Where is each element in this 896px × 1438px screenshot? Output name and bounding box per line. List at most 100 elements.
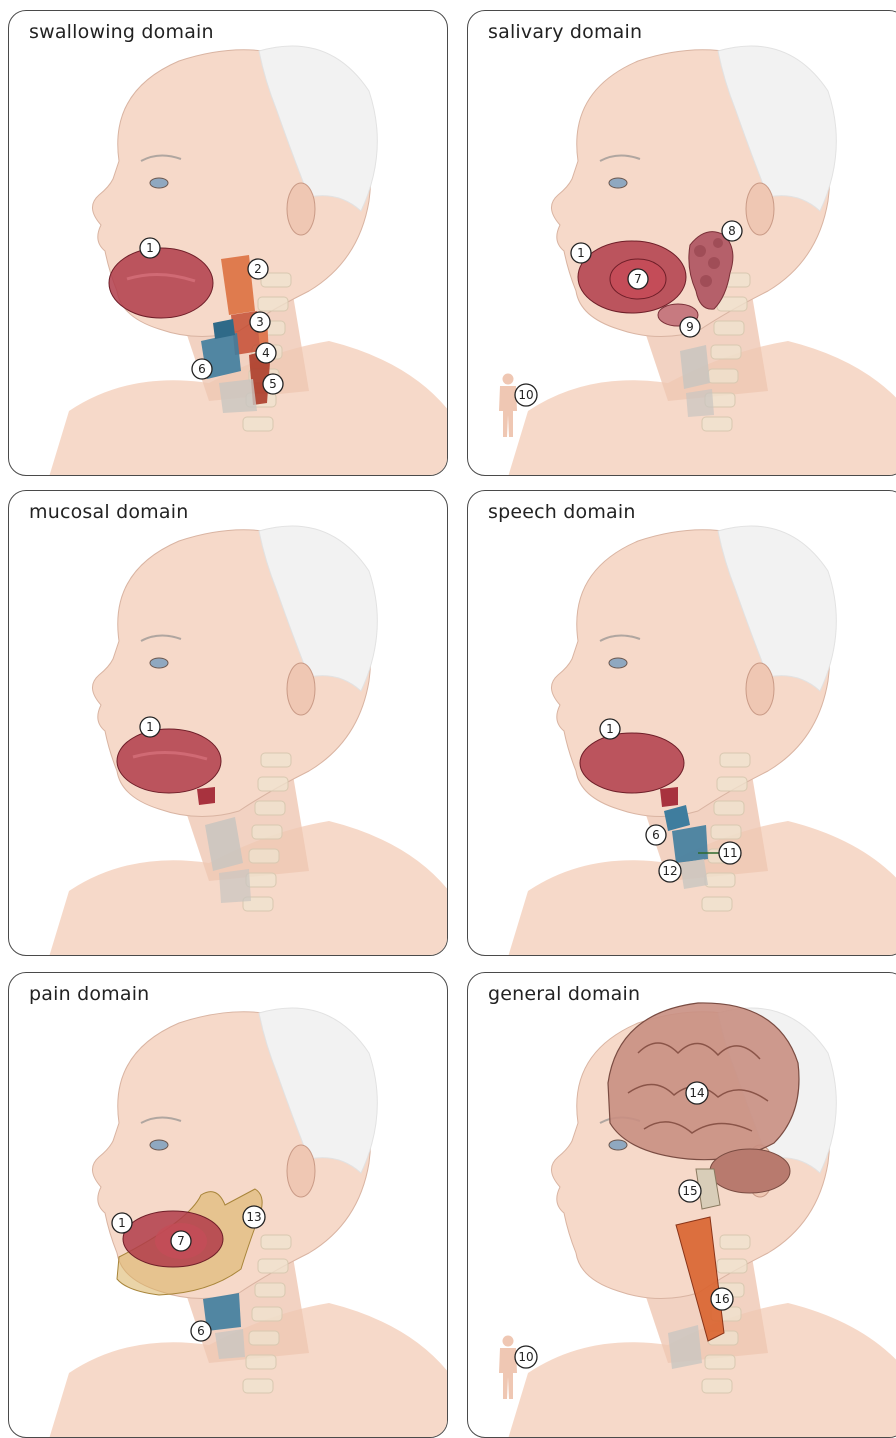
- marker-7: 7: [628, 269, 648, 289]
- svg-text:7: 7: [177, 1234, 185, 1248]
- ear-shape: [746, 663, 774, 715]
- person-silhouette-icon: [499, 1336, 517, 1400]
- marker-2: 2: [248, 259, 268, 279]
- marker-1: 1: [600, 719, 620, 739]
- marker-6: 6: [192, 359, 212, 379]
- marker-6: 6: [646, 825, 666, 845]
- svg-text:4: 4: [262, 346, 270, 360]
- panel-speech: 1 6 11 12 speech domain: [467, 490, 896, 956]
- eye-shape: [609, 178, 627, 188]
- marker-8: 8: [722, 221, 742, 241]
- vertebra-shape: [705, 873, 735, 887]
- panel-general: 14 15 16 10 general domain: [467, 972, 896, 1438]
- svg-text:12: 12: [662, 864, 677, 878]
- marker-16: 16: [711, 1288, 733, 1310]
- marker-3: 3: [250, 312, 270, 332]
- head-illustration: 14 15 16 10: [468, 973, 896, 1438]
- marker-10: 10: [515, 1346, 537, 1368]
- vertebra-shape: [720, 753, 750, 767]
- svg-text:9: 9: [686, 320, 694, 334]
- vertebra-shape: [702, 897, 732, 911]
- panel-pain: 1 7 13 6 pain domain: [8, 972, 448, 1438]
- svg-text:3: 3: [256, 315, 264, 329]
- panel-title: swallowing domain: [29, 21, 214, 43]
- vertebra-shape: [252, 825, 282, 839]
- marker-15: 15: [679, 1180, 701, 1202]
- svg-text:1: 1: [577, 246, 585, 260]
- head-illustration: 1: [9, 491, 448, 956]
- panel-mucosal: 1 mucosal domain: [8, 490, 448, 956]
- svg-text:7: 7: [634, 272, 642, 286]
- person-silhouette-icon: [499, 374, 517, 438]
- ear-shape: [287, 1145, 315, 1197]
- ear-shape: [287, 183, 315, 235]
- marker-14: 14: [686, 1082, 708, 1104]
- marker-10: 10: [515, 384, 537, 406]
- marker-11: 11: [719, 842, 741, 864]
- head-illustration: 1 7 13 6: [9, 973, 448, 1438]
- vertebra-shape: [702, 417, 732, 431]
- vertebra-shape: [243, 1379, 273, 1393]
- vertebra-shape: [714, 321, 744, 335]
- vertebra-shape: [708, 369, 738, 383]
- head-illustration: 1 6 11 12: [468, 491, 896, 956]
- marker-12: 12: [659, 860, 681, 882]
- panel-swallowing: 1 2 3 4 5 6 swallowing domain: [8, 10, 448, 476]
- svg-text:6: 6: [198, 362, 206, 376]
- eye-shape: [150, 178, 168, 188]
- panel-title: speech domain: [488, 501, 636, 523]
- eye-shape: [150, 1140, 168, 1150]
- eye-shape: [609, 1140, 627, 1150]
- vertebra-shape: [258, 777, 288, 791]
- svg-text:6: 6: [652, 828, 660, 842]
- marker-1: 1: [140, 717, 160, 737]
- vertebra-shape: [717, 777, 747, 791]
- vertebra-shape: [717, 1259, 747, 1273]
- vertebra-shape: [714, 801, 744, 815]
- head-base: [508, 526, 896, 956]
- vertebra-shape: [249, 1331, 279, 1345]
- vertebra-shape: [711, 825, 741, 839]
- vertebra-shape: [243, 417, 273, 431]
- marker-1: 1: [112, 1213, 132, 1233]
- svg-text:16: 16: [714, 1292, 729, 1306]
- svg-text:1: 1: [146, 241, 154, 255]
- head-illustration: 1 7 8 9 10: [468, 11, 896, 476]
- vertebra-shape: [261, 1235, 291, 1249]
- svg-text:1: 1: [606, 722, 614, 736]
- panel-title: salivary domain: [488, 21, 642, 43]
- vertebra-shape: [258, 297, 288, 311]
- svg-text:1: 1: [118, 1216, 126, 1230]
- vertebra-shape: [255, 801, 285, 815]
- svg-text:10: 10: [518, 388, 533, 402]
- vertebra-shape: [249, 849, 279, 863]
- ear-shape: [287, 663, 315, 715]
- marker-9: 9: [680, 317, 700, 337]
- vertebra-shape: [711, 345, 741, 359]
- svg-text:15: 15: [682, 1184, 697, 1198]
- svg-text:14: 14: [689, 1086, 704, 1100]
- panel-title: mucosal domain: [29, 501, 188, 523]
- svg-text:2: 2: [254, 262, 262, 276]
- svg-text:1: 1: [146, 720, 154, 734]
- panel-salivary: 1 7 8 9 10 salivary domain: [467, 10, 896, 476]
- vertebra-shape: [720, 1235, 750, 1249]
- vertebra-shape: [246, 1355, 276, 1369]
- marker-6: 6: [191, 1321, 211, 1341]
- eye-shape: [150, 658, 168, 668]
- marker-5: 5: [263, 374, 283, 394]
- svg-text:13: 13: [246, 1210, 261, 1224]
- svg-text:11: 11: [722, 846, 737, 860]
- head-illustration: 1 2 3 4 5 6: [9, 11, 448, 476]
- vertebra-shape: [246, 873, 276, 887]
- vertebra-shape: [258, 1259, 288, 1273]
- vertebra-shape: [261, 753, 291, 767]
- panel-title: pain domain: [29, 983, 149, 1005]
- tongue-structure: [109, 248, 213, 318]
- ear-shape: [746, 183, 774, 235]
- vertebra-shape: [255, 1283, 285, 1297]
- marker-13: 13: [243, 1206, 265, 1228]
- vertebra-shape: [705, 1355, 735, 1369]
- marker-1: 1: [140, 238, 160, 258]
- svg-text:8: 8: [728, 224, 736, 238]
